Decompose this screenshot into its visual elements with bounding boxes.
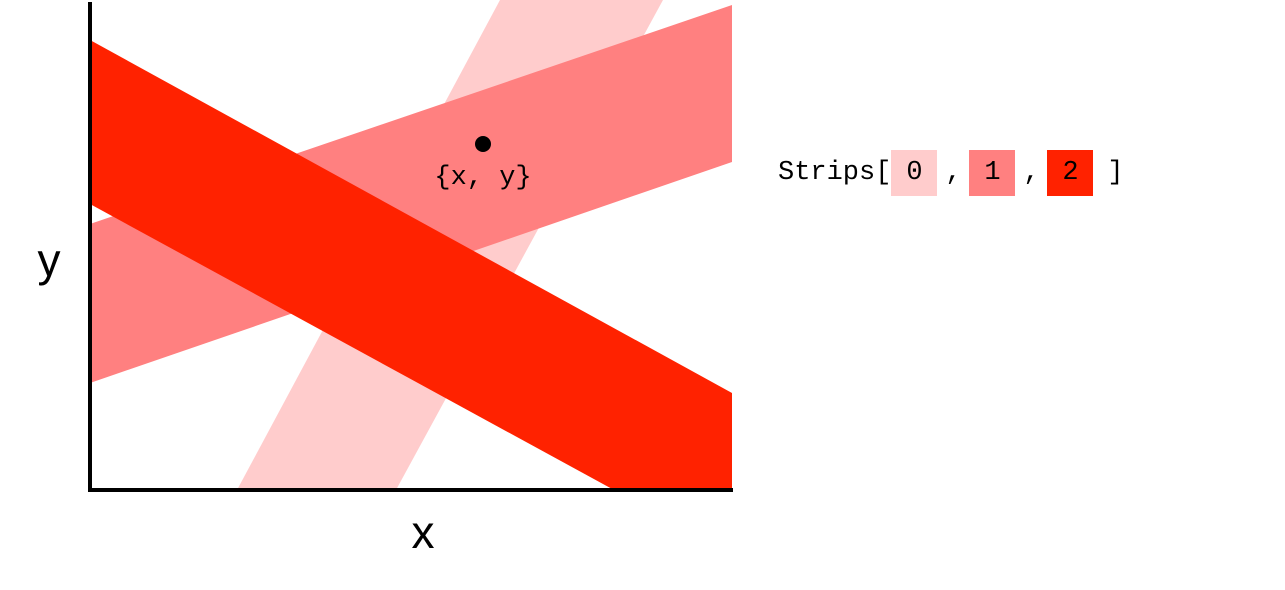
legend-chip-1: 1 [969, 150, 1016, 196]
legend-separator: , [945, 158, 962, 188]
legend-prefix: Strips[ [778, 158, 892, 188]
legend-chip-1-label: 1 [984, 158, 1001, 188]
strips-legend: Strips[ 0 , 1 , 2 ] [778, 150, 1124, 196]
y-axis-label: y [38, 234, 61, 286]
point-label: {x, y} [434, 163, 531, 193]
point-marker [475, 136, 491, 152]
legend-chip-0-label: 0 [906, 158, 923, 188]
strip-2 [90, 40, 732, 490]
legend-separator: , [1023, 158, 1040, 188]
x-axis-label: x [412, 506, 435, 558]
legend-chip-2-label: 2 [1062, 158, 1079, 188]
legend-suffix: ] [1107, 158, 1124, 188]
legend-chip-2: 2 [1047, 150, 1094, 196]
strips-group [90, 0, 732, 490]
legend-chip-0: 0 [891, 150, 938, 196]
